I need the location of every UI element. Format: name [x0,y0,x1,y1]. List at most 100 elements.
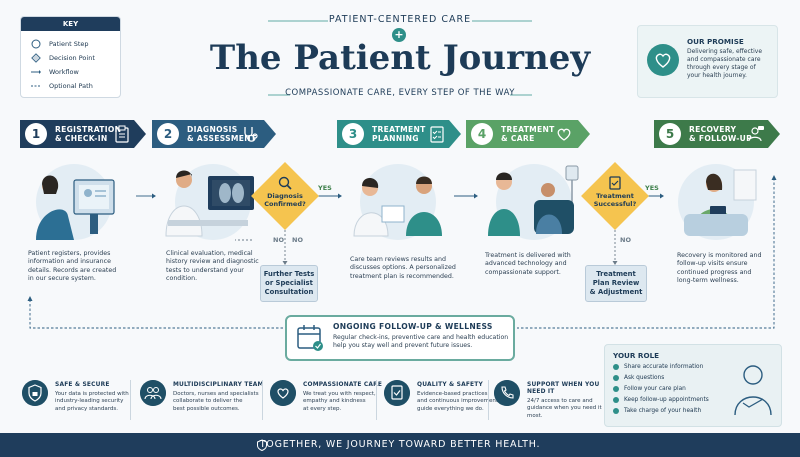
decision-treatment-label: Treatment Successful? [593,192,637,208]
planning-illustration [353,164,442,240]
quality-check-icon [384,380,410,406]
clipboard-check-icon [609,176,621,190]
feature-title-line-2: NEED IT [527,389,555,395]
feature-title: COMPASSIONATE CARE [303,382,383,388]
banner-shape [466,120,590,148]
person-chat-icon [748,126,764,142]
feature-quality-safety: QUALITY & SAFETY Evidence-based practice… [384,376,498,424]
legend-key: KEY Patient Step Decision Point Workflow… [20,16,121,98]
magnifier-icon [278,176,292,190]
decision-treatment-yes: YES [645,184,659,192]
step-5-banner: 5 RECOVERY& FOLLOW-UP [654,120,780,148]
decision-diagnosis-no-2: NO [292,236,303,244]
check-icon [613,386,619,392]
divider [376,380,377,420]
subtitle-rules [268,20,532,22]
page-title: The Patient Journey [209,38,591,78]
calendar-check-icon [297,325,323,351]
step-2-description: Clinical evaluation, medical history rev… [166,250,259,283]
optional-plan-review: Treatment Plan Review & Adjustment [585,265,647,302]
check-icon [613,364,619,370]
decision-diagnosis-label: Diagnosis Confirmed? [264,192,306,208]
treatment-illustration [488,164,579,240]
person-icon [734,365,772,416]
circle-icon [31,39,41,49]
role-title: YOUR ROLE [613,351,660,360]
step-3-description: Care team reviews results and discusses … [350,256,456,280]
decision-diagnosis-yes: YES [318,184,332,192]
banner-shape [337,120,461,148]
key-item-patient-step: Patient Step [31,39,89,49]
step-number: 4 [471,123,493,145]
step-5-title: RECOVERY& FOLLOW-UP [689,125,752,143]
tagline-rules [268,94,532,96]
step-5-description: Recovery is monitored and follow-up visi… [677,252,762,285]
shield-lock-icon [22,380,48,406]
step-4-description: Treatment is delivered with advanced tec… [485,252,571,276]
key-item-optional-path: Optional Path [31,81,93,91]
ongoing-title: ONGOING FOLLOW-UP & WELLNESS [333,322,493,331]
divider [262,380,263,420]
feature-multidisciplinary-team: MULTIDISCIPLINARY TEAM Doctors, nurses a… [140,376,264,424]
key-item-decision-point: Decision Point [31,53,95,63]
diagnosis-illustration [165,164,254,240]
role-item: Take charge of your health [613,408,701,414]
promise-panel: OUR PROMISE Delivering safe, effective a… [637,25,778,98]
decision-treatment-no: NO [620,236,631,244]
key-item-workflow: Workflow [31,67,79,77]
check-icon [613,375,619,381]
recovery-illustration [678,164,757,240]
feature-description: 24/7 access to care and guidance when yo… [527,398,602,419]
header-subtitle: PATIENT-CENTERED CARE [328,14,472,25]
step-1-banner: 1 REGISTRATION& CHECK-IN [20,120,146,148]
diamond-icon [31,53,41,63]
divider [488,380,489,420]
stethoscope-icon [244,127,258,142]
phone-support-icon [494,380,520,406]
ongoing-followup-panel: ONGOING FOLLOW-UP & WELLNESS Regular che… [285,315,515,361]
team-icon [140,380,166,406]
header-tagline: COMPASSIONATE CARE, EVERY STEP OF THE WA… [285,88,515,98]
footer-text: TOGETHER, WE JOURNEY TOWARD BETTER HEALT… [259,439,541,450]
step-number: 5 [659,123,681,145]
optional-further-tests: Further Tests or Specialist Consultation [260,265,318,302]
step-1-title: REGISTRATION& CHECK-IN [55,125,122,143]
step-4-title: TREATMENT& CARE [501,125,555,143]
step-number: 2 [157,123,179,145]
feature-title: SAFE & SECURE [55,382,110,388]
feature-title: MULTIDISCIPLINARY TEAM [173,382,264,388]
medical-cross-icon: + [392,28,406,42]
key-title: KEY [21,17,120,31]
feature-compassionate-care: COMPASSIONATE CARE We treat you with res… [270,376,383,424]
step-2-banner: 2 DIAGNOSIS& ASSESSMENT [152,120,276,148]
checklist-icon [430,126,444,143]
role-item: Share accurate information [613,364,703,370]
divider [130,380,131,420]
feature-description: Your data is protected with industry-lea… [55,391,129,412]
role-item: Ask questions [613,375,664,381]
feature-description: Doctors, nurses and specialists collabor… [173,391,259,412]
promise-title: OUR PROMISE [687,37,744,46]
role-item: Keep follow-up appointments [613,397,709,403]
step-1-description: Patient registers, provides information … [28,250,117,283]
decision-diagnosis-no: NO [273,236,284,244]
step-4-banner: 4 TREATMENT& CARE [466,120,590,148]
check-icon [613,408,619,414]
dashed-line-icon [31,85,41,87]
feature-title: QUALITY & SAFETY [417,382,483,388]
feature-title: SUPPORT WHEN YOU [527,382,600,388]
footer-banner: TOGETHER, WE JOURNEY TOWARD BETTER HEALT… [0,433,800,457]
feature-description: Evidence-based practices and continuous … [417,391,498,412]
step-2-title: DIAGNOSIS& ASSESSMENT [187,125,257,143]
step-number: 3 [342,123,364,145]
heart-hand-icon [557,128,571,141]
arrow-right-icon [31,70,41,74]
registration-illustration [36,164,115,240]
feature-support: SUPPORT WHEN YOU NEED IT 24/7 access to … [494,376,602,424]
heart-hands-icon [270,380,296,406]
feature-safe-secure: SAFE & SECURE Your data is protected wit… [22,376,132,424]
ongoing-text: Regular check-ins, preventive care and h… [333,334,509,350]
check-icon [613,397,619,403]
